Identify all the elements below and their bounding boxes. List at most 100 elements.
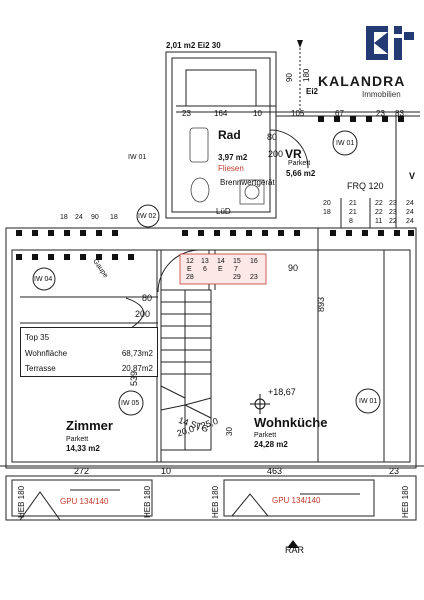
level-marker: [250, 394, 270, 414]
sock-num-5: E: [187, 266, 192, 273]
room-rad-lud: LüD: [216, 207, 231, 216]
socket-block: [179, 253, 267, 285]
wall-tag-iw01b: IW 01: [336, 140, 355, 147]
wall-hatch-left: [16, 230, 118, 236]
rar-label: RAR: [285, 545, 305, 555]
section-arrows: [287, 40, 303, 548]
wall-hatch-right: [330, 230, 414, 236]
right-num-8: 23: [389, 209, 397, 216]
toilet: [190, 177, 210, 203]
room-wohnkueche-floor: Parkett: [254, 432, 277, 439]
wall-tag-circle-iw05: [118, 390, 144, 416]
wall-tag-circle-iw04: [32, 267, 56, 291]
brand-name: KALANDRA: [318, 73, 406, 89]
boiler: [239, 179, 265, 205]
wall-tag-iw01c: IW 01: [359, 398, 378, 405]
top-dim-164: 164: [214, 109, 228, 118]
stair-200: 200: [135, 309, 151, 319]
room-vr-80: 80: [267, 132, 278, 142]
bath-block-outline: [165, 51, 277, 219]
right-num-12: 22: [389, 218, 397, 225]
room-vr-area: 5,66 m2: [286, 169, 316, 178]
top-dim-10: 10: [253, 109, 262, 118]
dim-539: 539: [129, 370, 139, 386]
heb-label-1: HEB 180: [17, 485, 26, 518]
dim-272: 272: [74, 466, 90, 476]
wall-tag-circle-iw01a: [332, 130, 358, 156]
top-dim-90: 90: [285, 73, 294, 82]
sock-num-0: 12: [186, 258, 194, 265]
sock-num-2: 14: [217, 258, 225, 265]
unit-wohnflaeche-value: 68,73m2: [121, 349, 153, 358]
brand-logo: [366, 26, 414, 60]
right-num-9: 24: [406, 209, 414, 216]
right-num-1: 21: [349, 200, 357, 207]
gpu-label-1: GPU 134/140: [60, 497, 109, 506]
washbasin: [189, 127, 209, 163]
right-num-6: 21: [349, 209, 357, 216]
top-dim-23a: 23: [182, 109, 191, 118]
room-zimmer-area: 14,33 m2: [66, 444, 100, 453]
room-wohnkueche-area: 24,28 m2: [254, 440, 288, 449]
wall-hatch-top: [318, 116, 404, 122]
right-num-7: 22: [375, 209, 383, 216]
gpu-label-2: GPU 134/140: [272, 496, 321, 505]
room-wohnkueche-name: Wohnküche: [254, 415, 328, 430]
wall-tag-v: V: [409, 171, 416, 181]
right-num-10: 8: [349, 218, 353, 225]
unit-top: Top 35: [25, 333, 50, 342]
sock-num-9: 28: [186, 274, 194, 281]
unit-info-box: Top 35 Wohnfläche 68,73m2 Terrasse 20,87…: [20, 327, 158, 377]
top-dim-180: 180: [302, 68, 311, 82]
sock-num-10: 29: [233, 274, 241, 281]
dim-893: 893: [316, 296, 326, 312]
top-dim-83: 83: [395, 109, 404, 118]
staircase: [160, 289, 212, 451]
top-dim-105: 105: [291, 109, 305, 118]
room-vr-floor: Parkett: [288, 160, 311, 167]
room-vr-200: 200: [268, 149, 284, 159]
wall-hatch-lower: [16, 254, 134, 260]
wall-num-2: 24: [75, 214, 83, 221]
heb-label-2: HEB 180: [143, 485, 152, 518]
dim-90-mid: 90: [288, 263, 299, 273]
wall-tag-iw01a: IW 01: [128, 154, 147, 161]
right-num-13: 24: [406, 218, 414, 225]
right-num-4: 24: [406, 200, 414, 207]
stair-30: 30: [225, 427, 234, 436]
sock-num-4: 16: [250, 258, 258, 265]
dim-23: 23: [389, 466, 400, 476]
unit-terrasse-value: 20,87m2: [121, 364, 153, 373]
room-rad-area: 3,97 m2: [218, 153, 248, 162]
sock-num-7: E: [218, 266, 223, 273]
wall-hatch-mid: [182, 230, 300, 236]
room-rad-floor: Fliesen: [218, 164, 244, 173]
top-dim-23b: 23: [376, 109, 385, 118]
sock-num-11: 23: [250, 274, 258, 281]
brand-subtitle: Immobilien: [362, 90, 401, 99]
room-zimmer-name: Zimmer: [66, 418, 113, 433]
terrace-outline: [5, 475, 417, 521]
top-dim-67: 67: [335, 109, 344, 118]
wall-tag-frq: FRQ 120: [347, 181, 384, 191]
room-zimmer-floor: Parkett: [66, 436, 89, 443]
wall-tag-circle-iw01c: [355, 388, 381, 414]
dim-463: 463: [267, 466, 283, 476]
sock-num-1: 13: [201, 258, 209, 265]
sock-num-6: 6: [203, 266, 207, 273]
top-dim-ei2: Ei2: [306, 87, 319, 96]
level-value: +18,67: [268, 387, 296, 397]
right-num-11: 11: [375, 218, 383, 225]
room-rad-boiler: Brennwertgerät: [220, 178, 275, 187]
top-dim-left: 2,01 m2 Ei2 30: [166, 41, 221, 50]
right-num-0: 20: [323, 200, 331, 207]
wall-num-4: 18: [110, 214, 118, 221]
wall-tag-circle-iw02: [136, 204, 160, 228]
room-vr-name: VR: [285, 147, 302, 161]
unit-terrasse-label: Terrasse: [25, 364, 56, 373]
sock-num-8: 7: [234, 266, 238, 273]
wall-tag-iw04: IW 04: [34, 276, 53, 283]
heb-label-3: HEB 180: [211, 485, 220, 518]
main-outline: [5, 227, 417, 469]
